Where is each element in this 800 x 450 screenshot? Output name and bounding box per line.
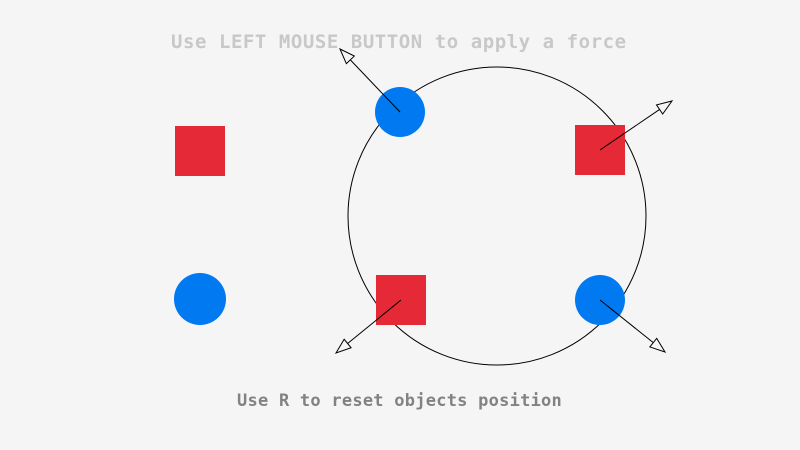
red-square-left[interactable] [175,126,225,176]
instruction-reset: Use R to reset objects position [237,391,563,411]
force-arrow-top-right-head [655,100,674,115]
force-arrow-bottom-right-shaft [599,299,654,344]
force-arrow-top-right-shaft [599,109,660,151]
instruction-apply-force: Use LEFT MOUSE BUTTON to apply a force [171,31,627,53]
force-arrow-bottom-left-head [334,338,352,354]
force-arrow-top-left-shaft [349,59,401,113]
blue-circle-bottom-left[interactable] [174,273,226,325]
force-arrow-bottom-left-shaft [347,299,402,344]
force-arrow-bottom-right-head [649,337,667,353]
boundary-circle-outline [347,66,647,366]
force-arrow-top-left-head [338,47,356,65]
